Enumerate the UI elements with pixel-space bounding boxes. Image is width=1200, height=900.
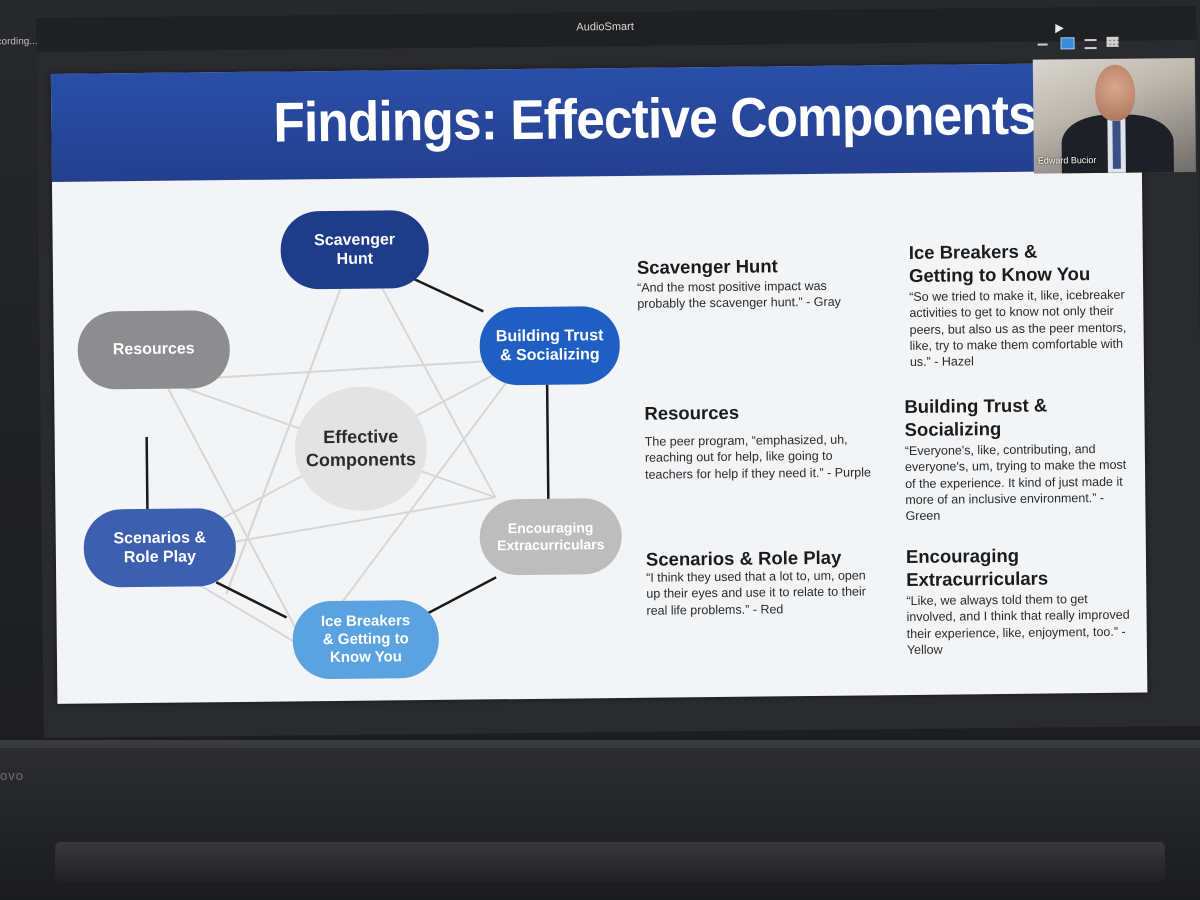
app-title: AudioSmart bbox=[576, 20, 634, 34]
node-building-trust: Building Trust & Socializing bbox=[479, 306, 621, 386]
outer-connectors bbox=[145, 275, 550, 620]
person-tie bbox=[1112, 120, 1121, 169]
heading-ice-breakers: Ice Breakers & Getting to Know You bbox=[908, 240, 1091, 287]
quote-scavenger-hunt: “And the most positive impact was probab… bbox=[637, 278, 841, 312]
laptop-base-edge bbox=[0, 740, 1200, 748]
participant-video[interactable]: Edward Bucior bbox=[1032, 57, 1196, 174]
heading-resources: Resources bbox=[644, 401, 740, 424]
diagram-connectors bbox=[145, 242, 550, 651]
quote-encouraging-extracurriculars: “Like, we always told them to get involv… bbox=[906, 592, 1130, 657]
laptop-hinge bbox=[55, 842, 1165, 882]
heading-scavenger-hunt: Scavenger Hunt bbox=[636, 255, 778, 278]
person-head bbox=[1094, 64, 1136, 122]
quote-ice-breakers: “So we tried to make it, like, icebreake… bbox=[909, 287, 1127, 369]
heading-encouraging-extracurriculars: Encouraging Extracurriculars bbox=[905, 544, 1049, 591]
recording-indicator: cording... bbox=[0, 36, 38, 48]
node-ice-breakers: Ice Breakers & Getting to Know You bbox=[292, 599, 440, 680]
slide-title: Findings: Effective Components bbox=[273, 82, 1037, 154]
participant-name: Edward Bucior bbox=[1037, 155, 1097, 166]
laptop-brand-logo: ovo bbox=[0, 768, 24, 783]
slide-title-banner: Findings: Effective Components bbox=[50, 62, 1142, 182]
heading-building-trust: Building Trust & Socializing bbox=[904, 394, 1048, 441]
quote-scenarios-role-play: “I think they used that a lot to, um, op… bbox=[646, 568, 866, 618]
laptop-screen: cording... AudioSmart Findings: Effectiv… bbox=[0, 5, 1200, 739]
layout-icon[interactable] bbox=[1085, 37, 1097, 47]
node-scenarios-role-play: Scenarios & Role Play bbox=[83, 508, 237, 588]
mouse-cursor-icon bbox=[1051, 21, 1064, 34]
node-encouraging-extracurriculars: Encouraging Extracurriculars bbox=[479, 497, 623, 576]
minimize-icon[interactable] bbox=[1037, 37, 1049, 47]
node-scavenger-hunt: Scavenger Hunt bbox=[280, 209, 430, 290]
share-screen-icon[interactable] bbox=[1060, 37, 1075, 50]
quote-building-trust: “Everyone's, like, contributing, and eve… bbox=[904, 442, 1127, 524]
node-resources: Resources bbox=[77, 310, 231, 390]
presentation-slide: Findings: Effective Components Edward Bu… bbox=[50, 57, 1196, 704]
grid-view-icon[interactable] bbox=[1107, 37, 1119, 47]
quote-resources: The peer program, “emphasized, uh, reach… bbox=[644, 432, 871, 482]
